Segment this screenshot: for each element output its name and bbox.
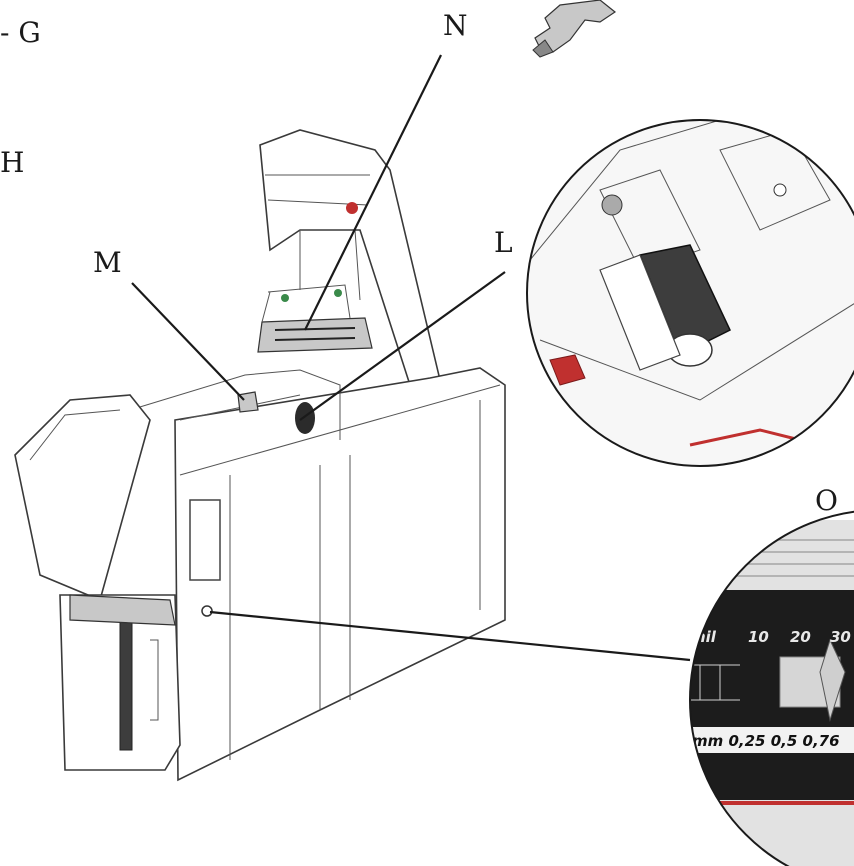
callout-label-n: N <box>443 9 468 42</box>
detail-circle-thickness-scale: mil 10 20 30 mm 0,25 0,5 0,76 <box>690 520 854 866</box>
callout-label-l: L <box>494 226 513 259</box>
tool-part-illustration <box>532 0 617 58</box>
cleaning-roller <box>295 402 315 434</box>
callout-label-o: O <box>815 484 838 517</box>
printer-illustration <box>14 129 506 782</box>
leader-line-l <box>299 271 506 421</box>
detail-circle-roller <box>527 120 854 466</box>
scale-tick-10: 10 <box>748 628 769 646</box>
callout-label-g: - G <box>0 16 41 49</box>
scale-mm-row: mm 0,25 0,5 0,76 <box>692 732 840 750</box>
red-release-lever <box>346 202 358 214</box>
leader-line-m <box>131 282 245 401</box>
callout-label-h: H <box>0 146 24 179</box>
leader-line-n <box>304 54 442 331</box>
callout-label-m: M <box>93 246 122 279</box>
detail-circle-roller-border <box>526 119 854 467</box>
detail-circle-scale-border <box>689 510 854 866</box>
leader-line-o <box>209 610 691 662</box>
scale-tick-30: 30 <box>830 628 851 646</box>
scale-tick-20: 20 <box>790 628 811 646</box>
